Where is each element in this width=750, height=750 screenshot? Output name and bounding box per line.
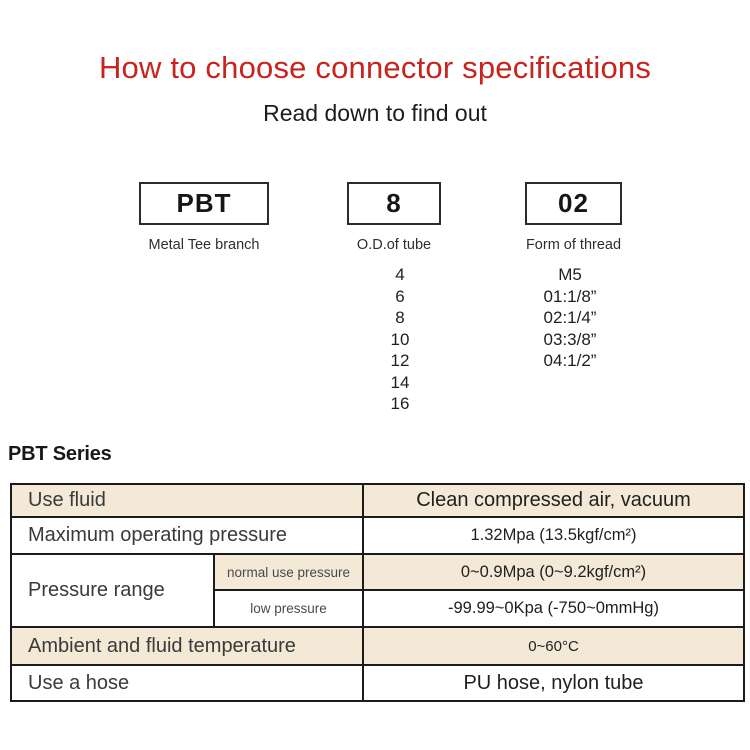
spec-value-use-fluid: Clean compressed air, vacuum: [362, 483, 745, 518]
page-subtitle: Read down to find out: [263, 100, 487, 126]
page-title: How to choose connector specifications: [98, 50, 652, 85]
code-box-tube-od-text: 8: [386, 188, 402, 218]
table-row: Pressure range normal use pressure 0~0.9…: [10, 553, 745, 628]
table-row: Use fluid Clean compressed air, vacuum: [10, 483, 745, 518]
code-box-tube-od: 8: [347, 182, 441, 225]
spec-value-hose: PU hose, nylon tube: [362, 664, 745, 702]
tube-od-option: 8: [395, 308, 405, 327]
spec-value-low-pressure: -99.99~0Kpa (-750~0mmHg): [362, 589, 745, 628]
caption-thread: Form of thread: [525, 237, 622, 253]
thread-option-list: M5 01:1/8” 02:1/4” 03:3/8” 04:1/2”: [495, 264, 645, 372]
spec-label-pressure-range: Pressure range: [10, 553, 215, 628]
tube-od-option: 4: [395, 265, 405, 284]
spec-sublabel-low-pressure: low pressure: [213, 589, 364, 628]
spec-value-temperature: 0~60°C: [362, 626, 745, 666]
table-row: Maximum operating pressure 1.32Mpa (13.5…: [10, 516, 745, 555]
code-box-series-text: PBT: [176, 188, 232, 218]
table-row: Use a hose PU hose, nylon tube: [10, 664, 745, 702]
caption-series: Metal Tee branch: [148, 237, 260, 253]
table-row: Ambient and fluid temperature 0~60°C: [10, 626, 745, 666]
spec-label-max-pressure: Maximum operating pressure: [10, 516, 364, 555]
tube-od-option: 10: [390, 329, 410, 349]
spec-value-normal-pressure: 0~0.9Mpa (0~9.2kgf/cm²): [362, 553, 745, 591]
tube-od-option-list: 4 6 8 10 12 14 16: [350, 264, 450, 415]
series-heading: PBT Series: [8, 443, 112, 465]
spec-label-use-fluid: Use fluid: [10, 483, 364, 518]
spec-table: Use fluid Clean compressed air, vacuum M…: [10, 483, 745, 702]
thread-option: 03:3/8”: [543, 329, 597, 349]
spec-label-hose: Use a hose: [10, 664, 364, 702]
spec-sublabel-normal-pressure: normal use pressure: [213, 553, 364, 591]
code-box-thread-text: 02: [558, 188, 589, 218]
thread-option: 02:1/4”: [543, 308, 597, 327]
code-box-series: PBT: [139, 182, 269, 225]
thread-option: 01:1/8”: [543, 286, 597, 306]
caption-tube-od: O.D.of tube: [356, 237, 432, 253]
spec-label-temperature: Ambient and fluid temperature: [10, 626, 364, 666]
spec-value-max-pressure: 1.32Mpa (13.5kgf/cm²): [362, 516, 745, 555]
code-box-thread: 02: [525, 182, 622, 225]
tube-od-option: 12: [390, 351, 410, 370]
table-row: low pressure -99.99~0Kpa (-750~0mmHg): [11, 589, 745, 628]
thread-option: M5: [558, 265, 582, 284]
tube-od-option: 6: [395, 286, 405, 306]
tube-od-option: 14: [390, 372, 410, 392]
thread-option: 04:1/2”: [543, 351, 597, 370]
tube-od-option: 16: [390, 394, 410, 413]
